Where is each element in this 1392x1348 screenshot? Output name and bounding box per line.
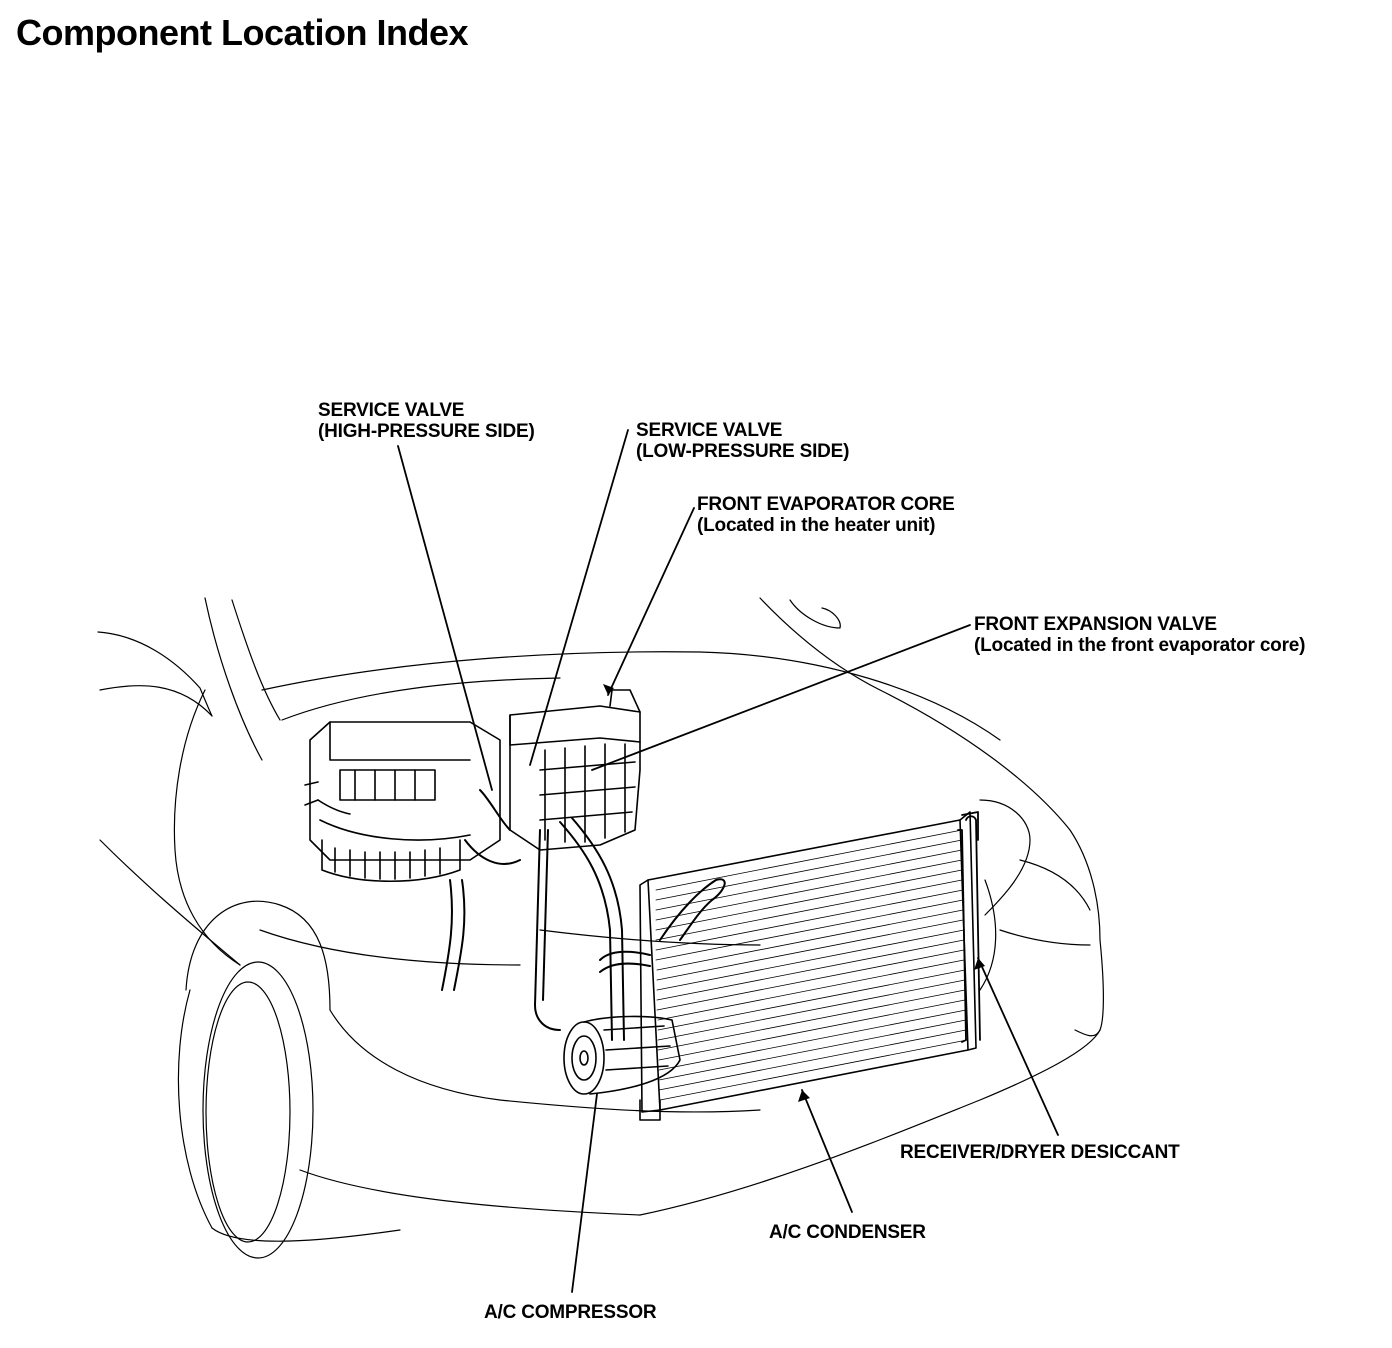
leader-ac-condenser: [801, 1089, 853, 1213]
leader-lines: [397, 429, 1059, 1293]
callout-ac-condenser-line1: A/C CONDENSER: [769, 1222, 926, 1243]
refrigerant-lines: [441, 789, 726, 1041]
leader-arrowheads: [603, 684, 985, 1102]
condenser-fins: [655, 829, 968, 1101]
leader-front-expansion-valve: [591, 624, 971, 771]
callout-front-expansion-valve-line2: (Located in the front evaporator core): [974, 635, 1306, 656]
callout-receiver-dryer-line1: RECEIVER/DRYER DESICCANT: [900, 1142, 1180, 1163]
leader-service-valve-low: [529, 429, 629, 766]
leader-service-valve-high: [397, 445, 493, 791]
callout-service-valve-high: SERVICE VALVE (HIGH-PRESSURE SIDE): [318, 400, 535, 442]
leader-receiver-dryer: [977, 957, 1059, 1136]
heater-unit: [304, 721, 501, 883]
callout-service-valve-low-line1: SERVICE VALVE: [636, 420, 783, 441]
receiver-dryer: [957, 811, 981, 1043]
callout-front-evaporator-core: FRONT EVAPORATOR CORE (Located in the he…: [697, 494, 955, 536]
callout-receiver-dryer: RECEIVER/DRYER DESICCANT: [900, 1142, 1180, 1163]
callout-service-valve-high-line1: SERVICE VALVE: [318, 400, 465, 421]
callout-front-expansion-valve-line1: FRONT EXPANSION VALVE: [974, 614, 1217, 635]
callout-ac-compressor-line1: A/C COMPRESSOR: [484, 1302, 657, 1323]
leader-front-evaporator-core: [607, 507, 695, 696]
callout-service-valve-low: SERVICE VALVE (LOW-PRESSURE SIDE): [636, 420, 849, 462]
callout-service-valve-high-line2: (HIGH-PRESSURE SIDE): [318, 421, 535, 442]
page-title: Component Location Index: [16, 12, 469, 53]
leader-ac-compressor: [571, 1093, 598, 1293]
callout-service-valve-low-line2: (LOW-PRESSURE SIDE): [636, 441, 850, 462]
callout-front-evaporator-core-line2: (Located in the heater unit): [697, 515, 936, 536]
callout-ac-condenser: A/C CONDENSER: [769, 1222, 926, 1243]
evaporator-housing: [509, 689, 641, 851]
ac-condenser: [639, 811, 977, 1113]
vehicle-body-outline: [97, 597, 1104, 1259]
callout-ac-compressor: A/C COMPRESSOR: [484, 1302, 657, 1323]
ac-compressor: [563, 1015, 681, 1121]
callout-front-evaporator-core-line1: FRONT EVAPORATOR CORE: [697, 494, 955, 515]
callout-front-expansion-valve: FRONT EXPANSION VALVE (Located in the fr…: [974, 614, 1305, 656]
